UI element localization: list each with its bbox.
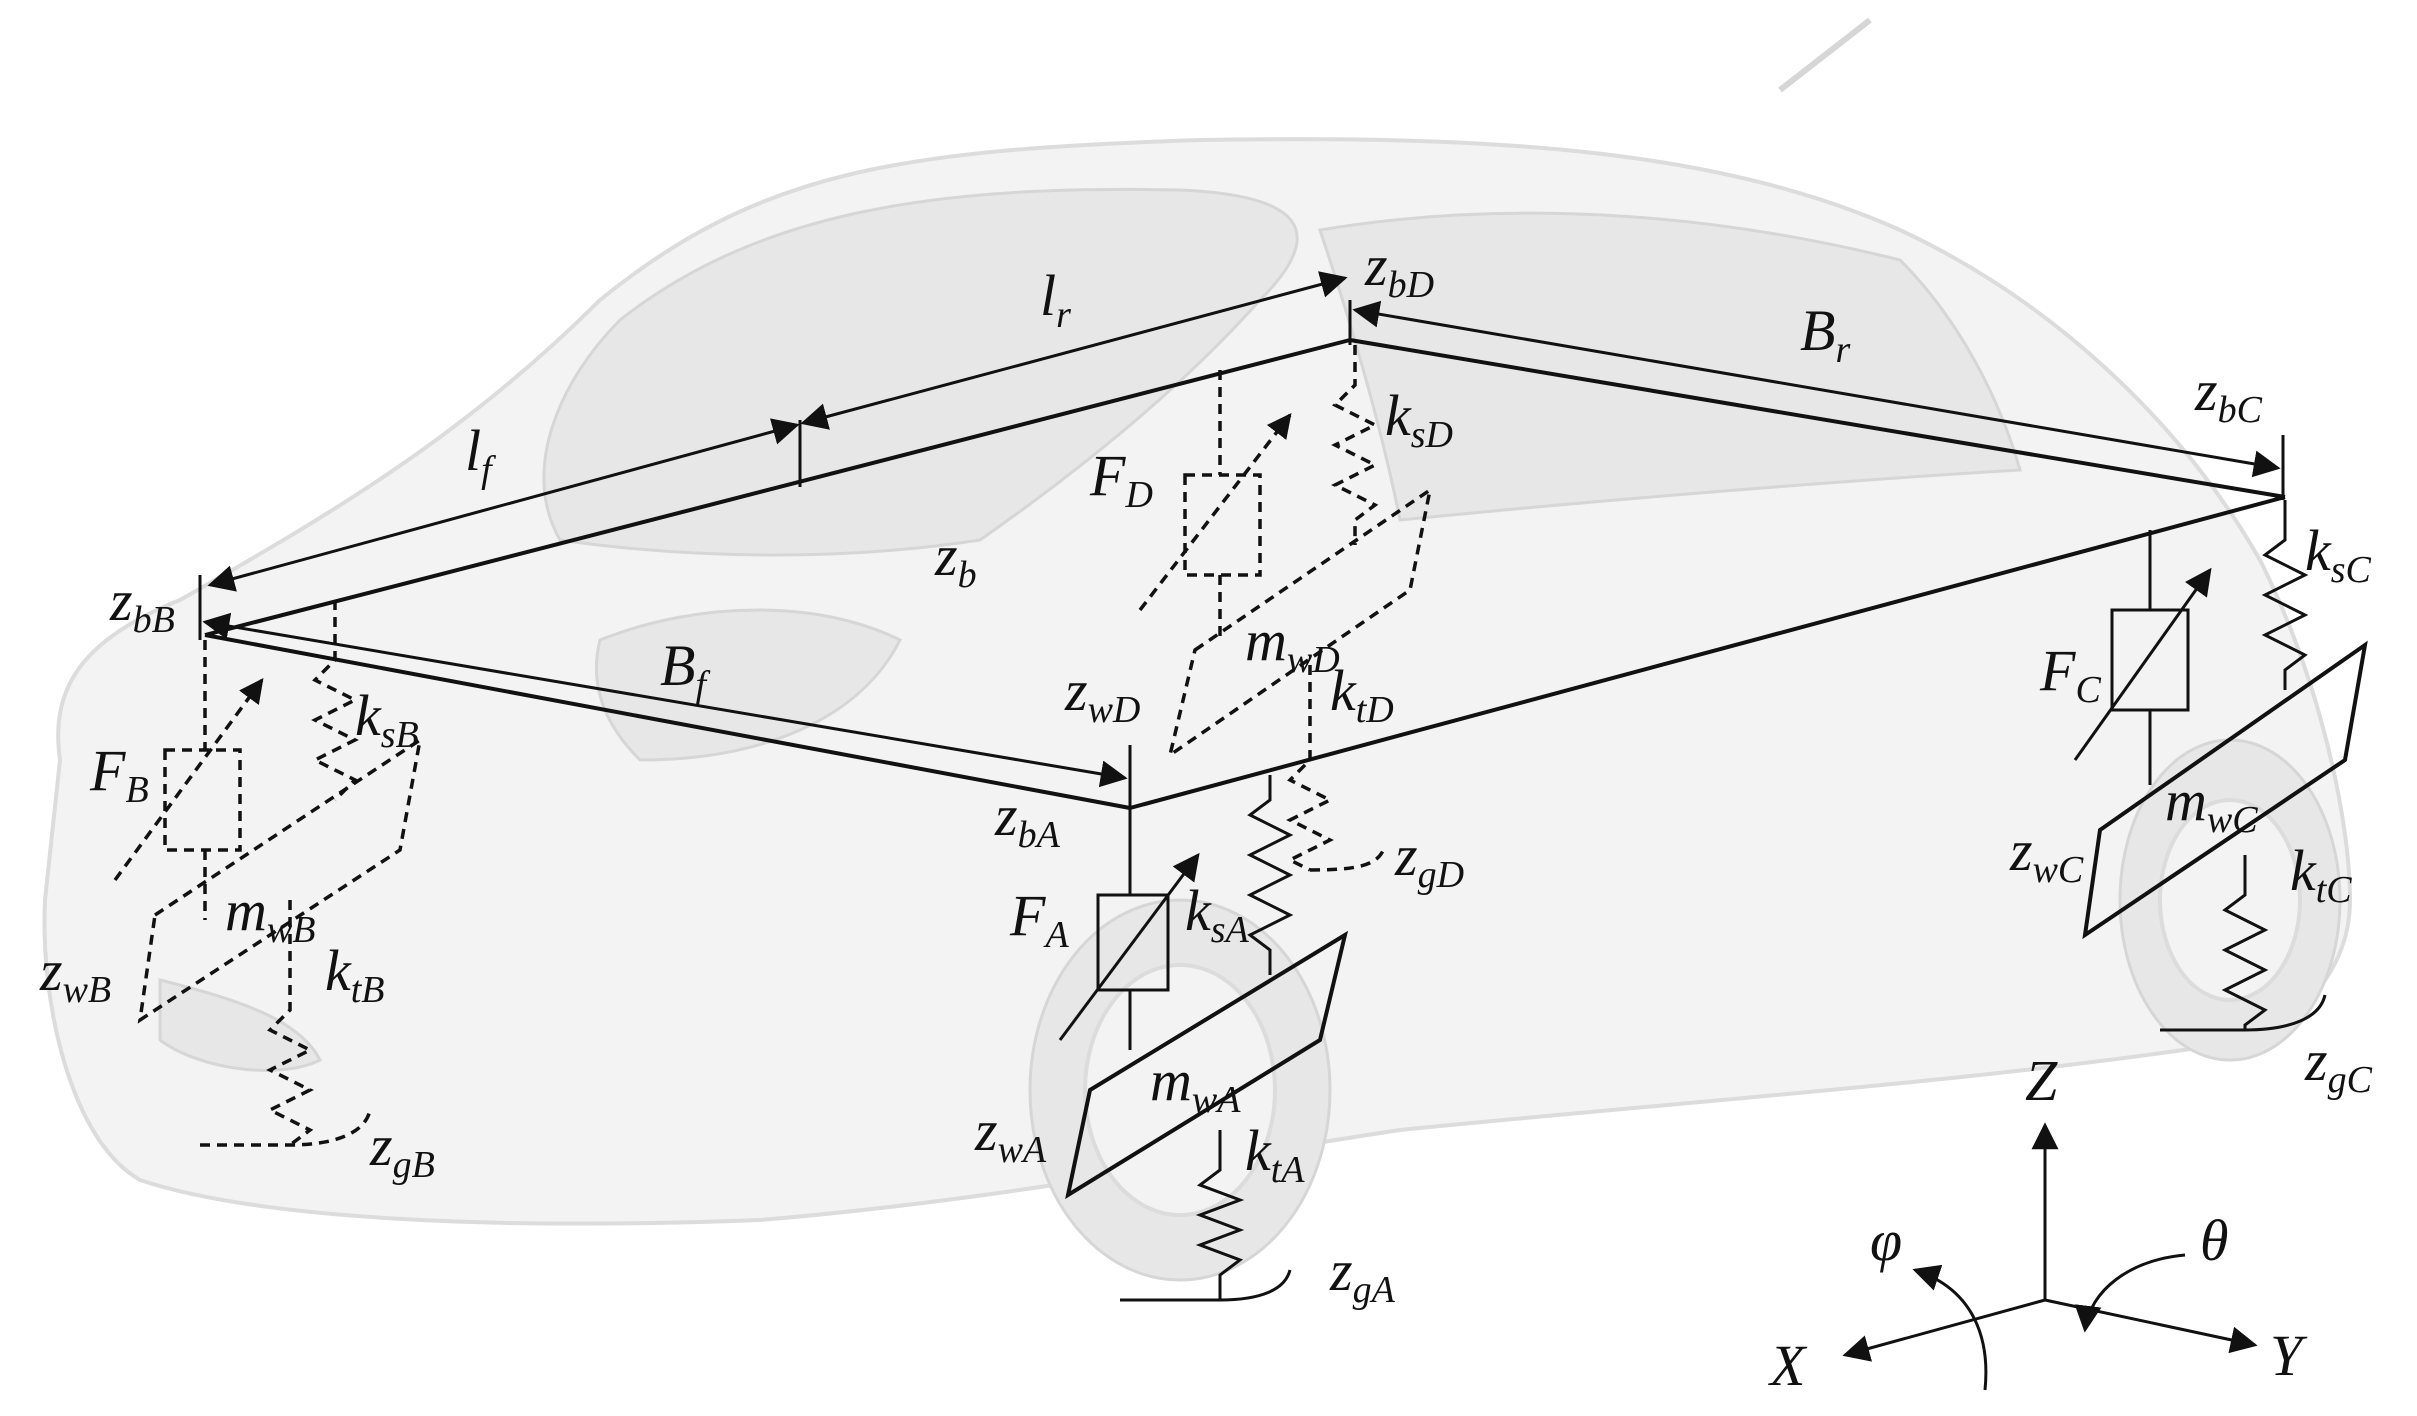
label-zbB: zbB bbox=[109, 568, 175, 641]
suspension-corner-d bbox=[1138, 345, 1433, 872]
label-zgB: zgB bbox=[369, 1113, 435, 1186]
label-zbD: zbD bbox=[1364, 233, 1434, 306]
label-zbC: zbC bbox=[2194, 358, 2263, 431]
label-zgA: zgA bbox=[1329, 1238, 1396, 1311]
label-FB: FB bbox=[89, 738, 149, 811]
label-zb: zb bbox=[934, 523, 977, 596]
suspension-corner-c bbox=[2073, 500, 2368, 1032]
unsprung-mass-a bbox=[1065, 930, 1349, 1200]
dimension-lines bbox=[202, 271, 2281, 788]
label-ktD: ktD bbox=[1330, 658, 1394, 731]
label-ktC: ktC bbox=[2290, 838, 2352, 911]
label-mwD: mwD bbox=[1245, 608, 1340, 681]
x-axis-arrow bbox=[1842, 1298, 2046, 1362]
axis-label-z: Z bbox=[2025, 1048, 2058, 1113]
label-FA: FA bbox=[1009, 883, 1069, 956]
axis-label-x: X bbox=[1768, 1333, 1808, 1398]
unsprung-mass-d bbox=[1167, 486, 1433, 760]
label-lr: lr bbox=[1040, 263, 1071, 336]
label-FC: FC bbox=[2039, 638, 2101, 711]
labels: zbD lr Br zbC lf ksD FD zb zbB ksC mwD B… bbox=[39, 233, 2373, 1398]
label-zwA: zwA bbox=[974, 1098, 1047, 1171]
suspension-corner-b bbox=[113, 600, 423, 1147]
label-zbA: zbA bbox=[994, 783, 1061, 856]
axis-label-theta: θ bbox=[2200, 1208, 2229, 1273]
label-Br: Br bbox=[1800, 298, 1850, 371]
label-ksA: ksA bbox=[1185, 878, 1250, 951]
label-mwB: mwB bbox=[225, 878, 315, 951]
label-mwC: mwC bbox=[2165, 768, 2258, 841]
label-ksB: ksB bbox=[355, 683, 419, 756]
dimension-br-arrow bbox=[1352, 300, 2281, 478]
axis-label-y: Y bbox=[2270, 1323, 2308, 1388]
label-ktB: ktB bbox=[325, 938, 385, 1011]
unsprung-mass-b bbox=[137, 736, 423, 1024]
label-zgD: zgD bbox=[1394, 823, 1464, 896]
dimension-lf-arrow bbox=[207, 418, 800, 592]
suspension-corner-a bbox=[1058, 775, 1349, 1302]
label-zwB: zwB bbox=[39, 938, 111, 1011]
coordinate-axes bbox=[1842, 1122, 2258, 1391]
label-ksC: ksC bbox=[2305, 518, 2372, 591]
dimension-bf-arrow bbox=[202, 612, 1128, 788]
unsprung-mass-c bbox=[2082, 640, 2368, 940]
label-ksD: ksD bbox=[1385, 383, 1453, 456]
label-mwA: mwA bbox=[1150, 1048, 1241, 1121]
dimension-lr-arrow bbox=[800, 271, 1348, 430]
axis-label-phi: φ bbox=[1870, 1208, 1902, 1273]
label-FD: FD bbox=[1089, 443, 1153, 516]
label-zwD: zwD bbox=[1064, 658, 1140, 731]
theta-rotation-arrow bbox=[2074, 1253, 2186, 1333]
label-zgC: zgC bbox=[2304, 1028, 2373, 1101]
phi-rotation-arrow bbox=[1912, 1264, 1988, 1391]
label-ktA: ktA bbox=[1245, 1118, 1305, 1191]
label-zwC: zwC bbox=[2009, 818, 2084, 891]
y-axis-arrow bbox=[2044, 1298, 2258, 1354]
